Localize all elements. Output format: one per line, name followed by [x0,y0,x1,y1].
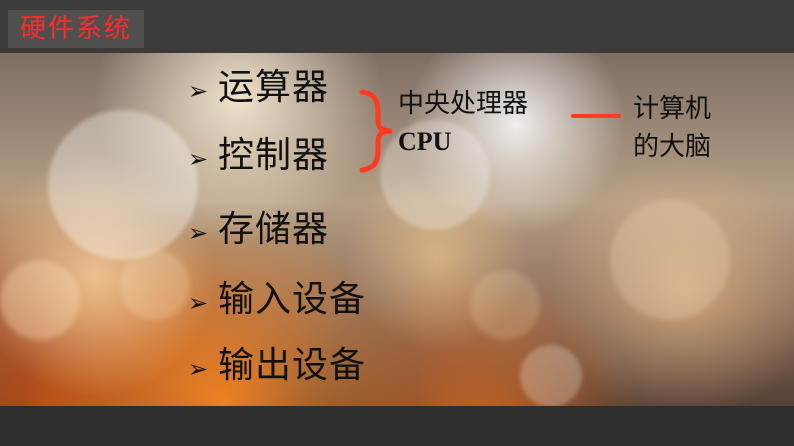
arrow-bullet-icon: ➢ [188,355,209,383]
cpu-chinese-label: 中央处理器 [398,89,529,119]
cpu-english-label: CPU [398,127,452,156]
component-label: 输入设备 [218,279,367,320]
bokeh-light [0,260,80,340]
arrow-bullet-icon: ➢ [188,219,209,247]
title-box: 硬件系统 [8,10,145,48]
brain-label-line1: 计算机 [633,94,712,124]
component-label: 输出设备 [218,345,367,386]
bokeh-light [120,250,190,320]
list-item: ➢ 运算器 [188,70,329,118]
brain-description: 计算机 的大脑 [633,96,753,176]
connector-line [571,114,621,118]
list-item: ➢ 控制器 [188,138,329,186]
cpu-description: 中央处理器 CPU [398,91,568,171]
arrow-bullet-icon: ➢ [188,145,209,173]
title-bar: 硬件系统 [0,0,794,53]
slide-title: 硬件系统 [20,14,133,44]
bokeh-light [520,345,582,407]
bokeh-light [610,200,730,320]
component-label: 存储器 [218,209,330,250]
arrow-bullet-icon: ➢ [188,77,209,105]
bokeh-light [380,120,490,230]
list-item: ➢ 输出设备 [188,348,366,396]
arrow-bullet-icon: ➢ [188,289,209,317]
component-label: 控制器 [218,135,330,176]
component-label: 运算器 [218,67,330,108]
curly-brace-icon [359,89,393,173]
bokeh-light [48,110,198,260]
brain-label-line2: 的大脑 [633,132,712,162]
footer-bar [0,406,794,446]
list-item: ➢ 存储器 [188,212,329,260]
list-item: ➢ 输入设备 [188,282,366,330]
bokeh-light [470,270,540,340]
